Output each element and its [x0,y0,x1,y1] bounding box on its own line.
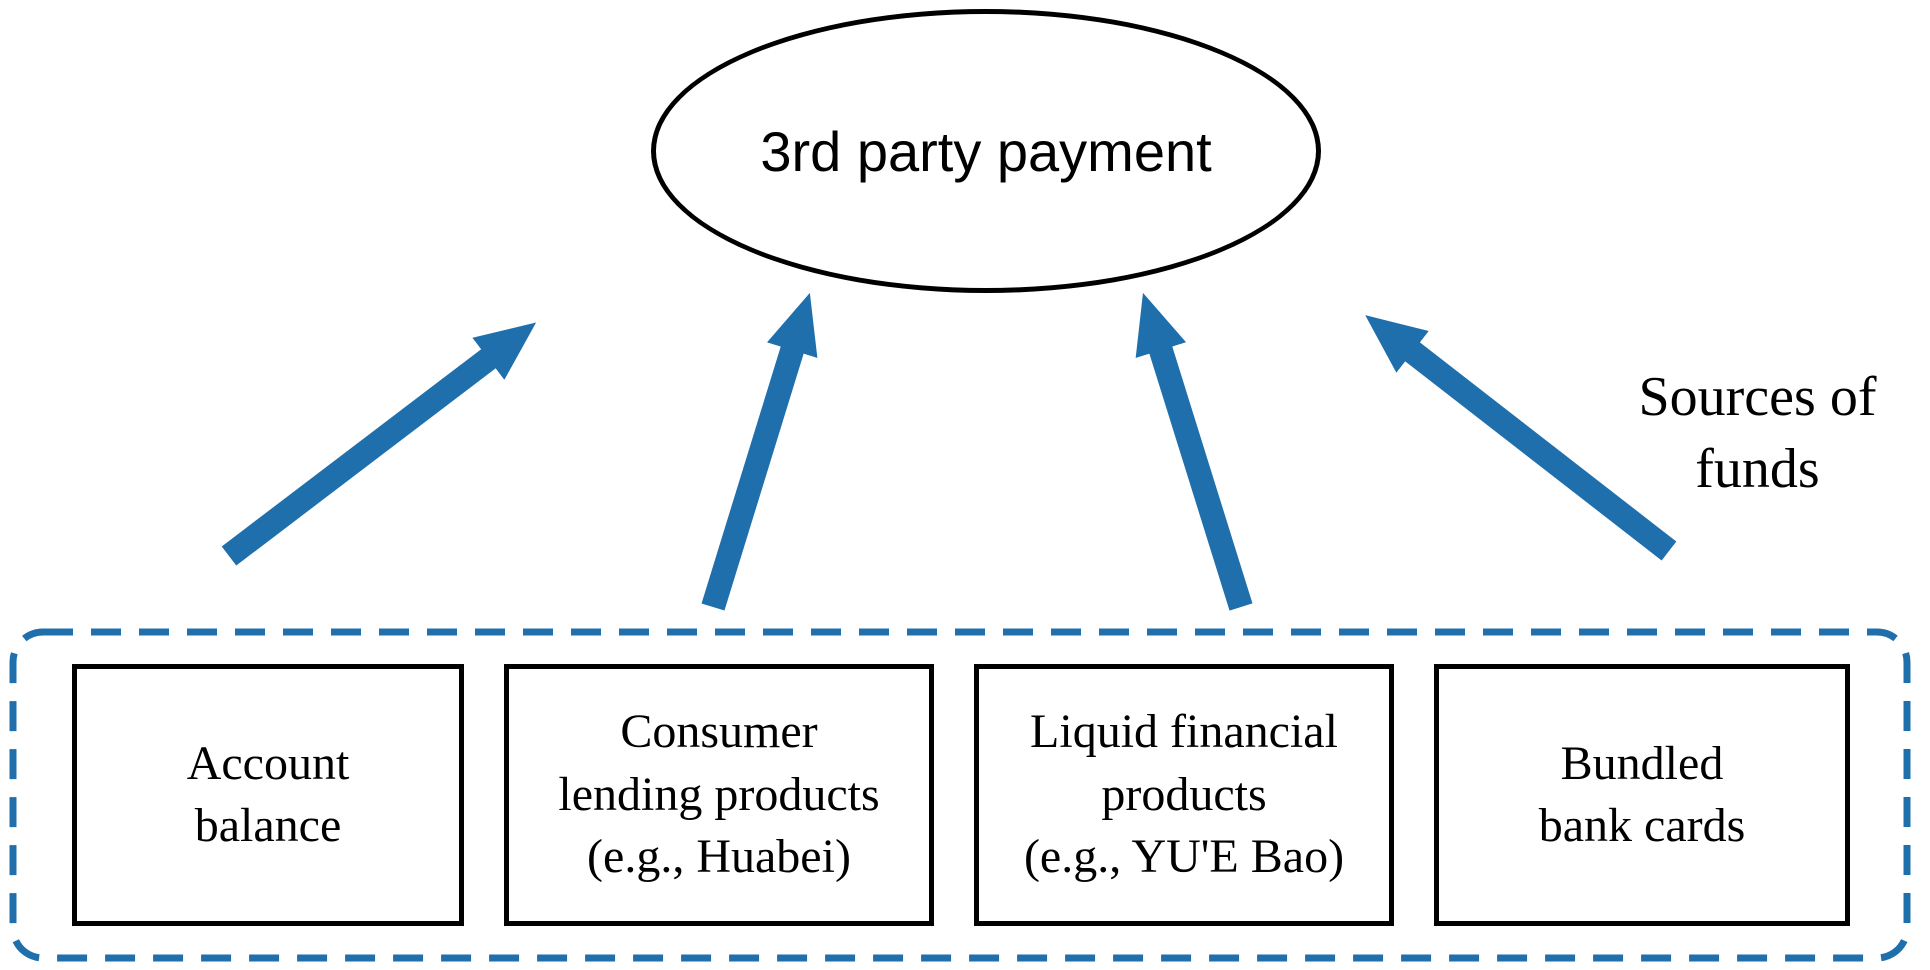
source-box-liquid-financial: Liquid financial products (e.g., YU'E Ba… [974,664,1394,926]
funding-sources-container: Account balance Consumer lending product… [10,629,1910,961]
source-label-consumer-lending: Consumer lending products (e.g., Huabei) [558,705,880,884]
source-box-bundled-bank-cards: Bundled bank cards [1434,664,1850,926]
sources-of-funds-label: Sources of funds [1638,366,1877,500]
third-party-payment-label: 3rd party payment [760,119,1212,183]
arrow-consumer-lending-to-payment [701,292,818,611]
arrow-bundled-cards-to-payment [1365,315,1677,561]
arrow-liquid-financial-to-payment [1135,292,1253,611]
source-box-consumer-lending: Consumer lending products (e.g., Huabei) [504,664,934,926]
source-label-bundled-bank-cards: Bundled bank cards [1538,736,1746,852]
arrow-account-balance-to-payment [221,322,537,566]
source-box-account-balance: Account balance [72,664,464,926]
third-party-payment-node: 3rd party payment [651,9,1321,293]
source-label-account-balance: Account balance [186,736,350,852]
funding-sources-boundary [9,628,1911,962]
source-label-liquid-financial: Liquid financial products (e.g., YU'E Ba… [1023,705,1345,884]
